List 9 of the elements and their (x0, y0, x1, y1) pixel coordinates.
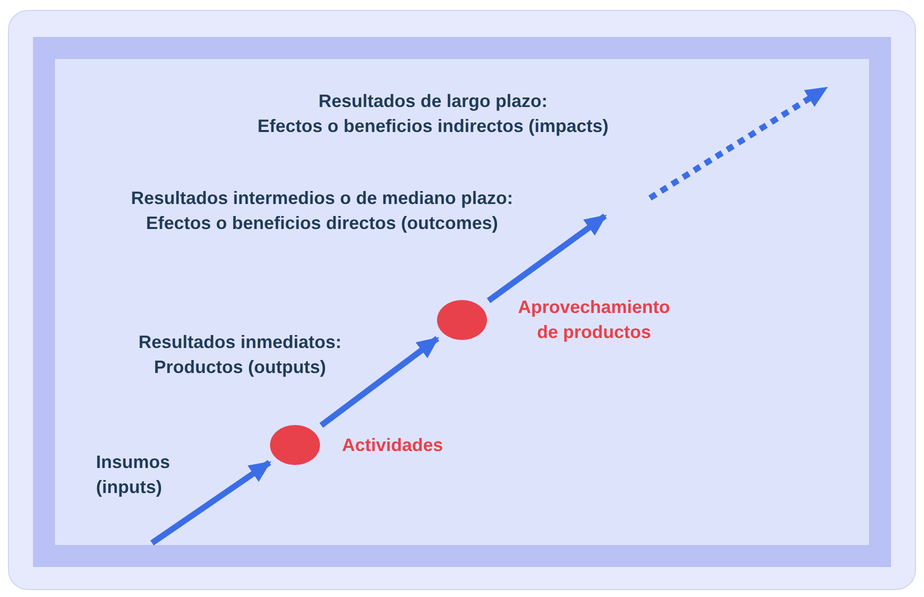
stage-label: Resultados intermedios o de mediano plazo: Efectos o beneficios directos (outcomes) (130, 187, 514, 235)
stage-label: Actividades (342, 434, 444, 456)
arrow (319, 336, 440, 428)
stage-label: Aprovechamiento de productos (516, 296, 672, 344)
stage-label: Insumos (inputs) (96, 451, 172, 499)
stage-label: Resultados de largo plazo: Efectos o beneficios indirectos (impacts) (257, 90, 609, 138)
stage-label: Resultados inmediatos: Productos (outputs) (138, 331, 342, 379)
arrow (486, 214, 607, 304)
arrow (150, 460, 272, 546)
